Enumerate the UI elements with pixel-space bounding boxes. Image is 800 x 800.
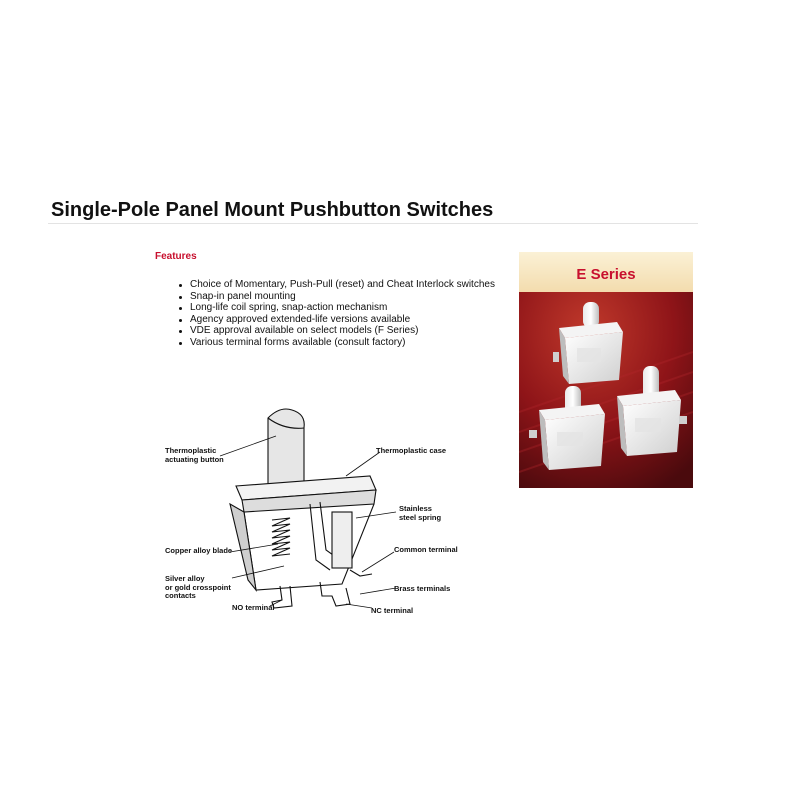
page-title: Single-Pole Panel Mount Pushbutton Switc… [51, 199, 494, 221]
callout-nc-terminal: NC terminal [371, 606, 414, 615]
switch-product-photo [519, 292, 693, 488]
product-panel: E Series [519, 252, 693, 488]
feature-item: Snap-in panel mounting [178, 291, 495, 303]
title-divider [48, 223, 698, 224]
series-label: E Series [576, 266, 636, 283]
feature-item: VDE approval available on select models … [178, 325, 495, 337]
callout-case: Thermoplastic case [376, 446, 447, 455]
switch-cutaway-diagram [219, 408, 397, 609]
switch-unit-right [617, 366, 687, 456]
callout-no-terminal: NO terminal [232, 603, 275, 612]
callout-blade: Copper alloy blade [165, 546, 233, 555]
switch-unit-top [553, 302, 623, 384]
panel-header: E Series [519, 252, 693, 292]
callout-brass-terminals: Brass terminals [394, 584, 451, 593]
feature-item: Agency approved extended-life versions a… [178, 314, 495, 326]
feature-item: Various terminal forms available (consul… [178, 337, 495, 349]
callout-common-terminal: Common terminal [394, 545, 458, 554]
switch-unit-left [529, 386, 605, 470]
features-list: Choice of Momentary, Push-Pull (reset) a… [178, 279, 495, 349]
features-heading: Features [155, 251, 197, 262]
feature-item: Long-life coil spring, snap-action mecha… [178, 302, 495, 314]
feature-item: Choice of Momentary, Push-Pull (reset) a… [178, 279, 495, 291]
